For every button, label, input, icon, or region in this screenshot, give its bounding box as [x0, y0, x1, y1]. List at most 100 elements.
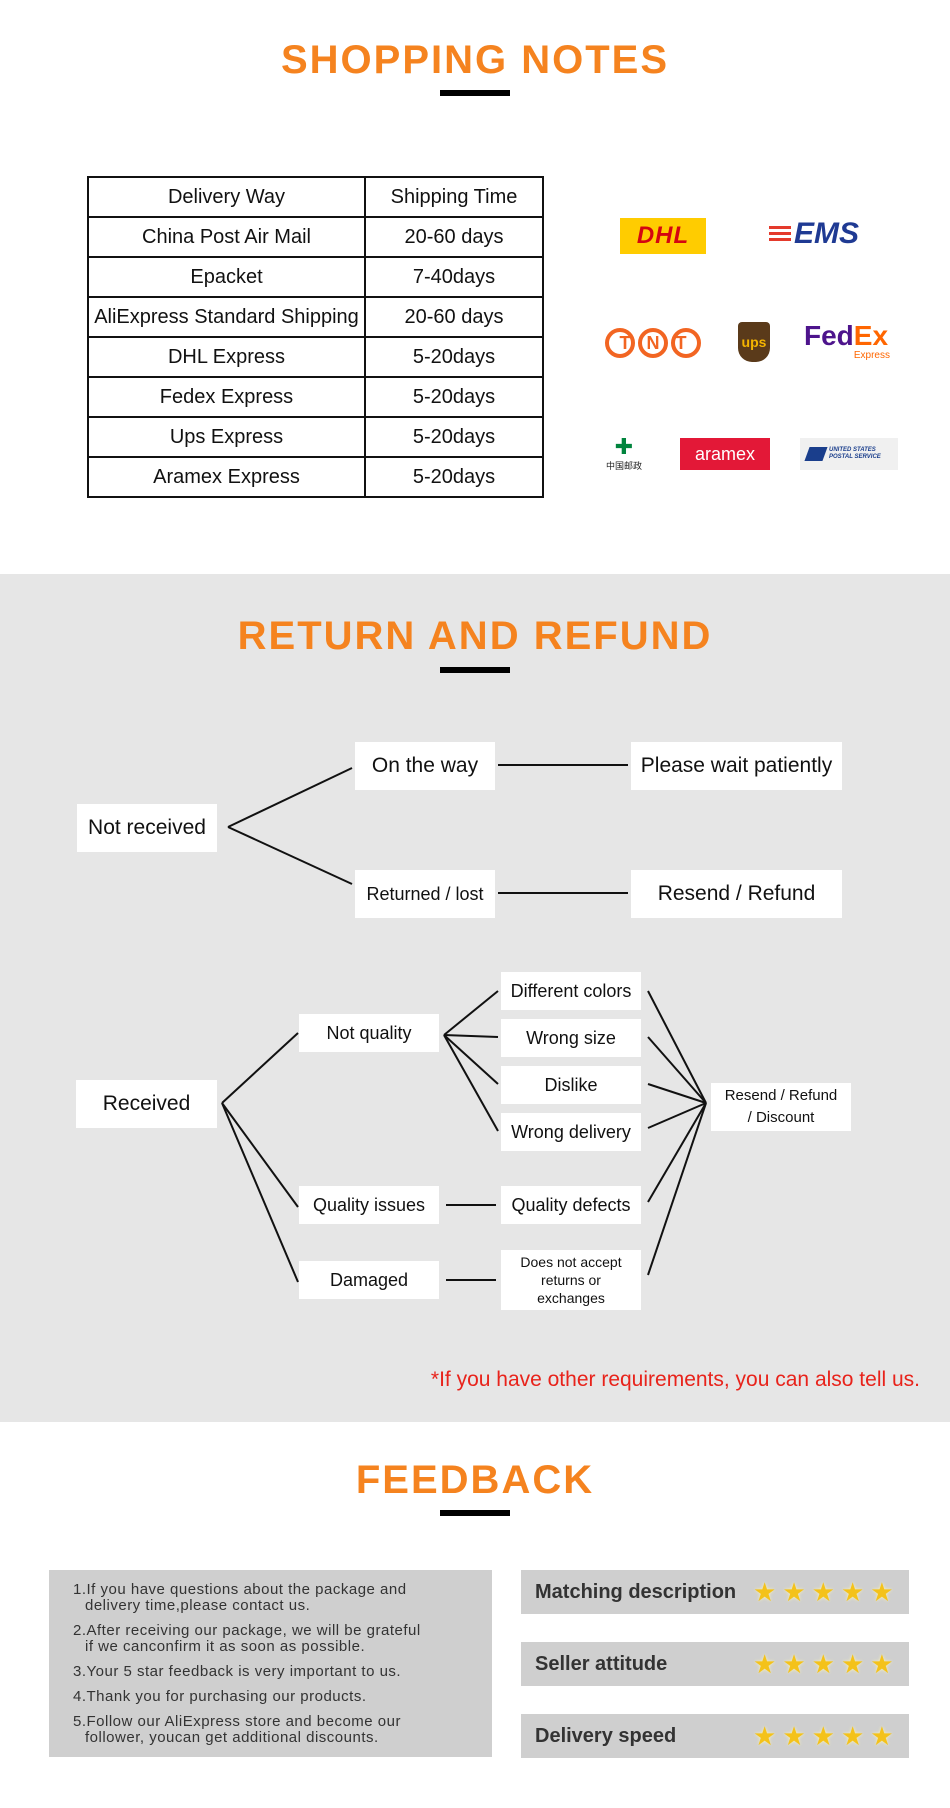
star-icon: ★ [840, 1721, 865, 1751]
list-item: 4.Thank you for purchasing our products. [73, 1689, 474, 1705]
star-icon: ★ [753, 1649, 777, 1679]
no-returns-label-line3: exchanges [537, 1290, 605, 1306]
star-icon: ★ [870, 1577, 894, 1607]
delivery-way-cell: DHL Express [87, 336, 366, 378]
damaged-label: Damaged [329, 1269, 409, 1290]
shopping-notes-title: SHOPPING NOTES [280, 38, 670, 82]
star-icon: ★ [782, 1721, 806, 1751]
list-item-line: 4.Thank you for purchasing our products. [73, 1688, 367, 1705]
feedback-title: FEEDBACK [355, 1458, 595, 1502]
no-returns-label-line1: Does not accept [520, 1254, 622, 1270]
table-header-row: Delivery Way Shipping Time [87, 176, 544, 218]
shipping-time-cell: 5-20days [364, 456, 544, 498]
table-row: DHL Express 5-20days [87, 336, 544, 378]
return-refund-title: RETURN AND REFUND [237, 614, 713, 658]
tnt-logo-text: TNT [619, 332, 703, 353]
delivery-way-cell: Fedex Express [87, 376, 366, 418]
delivery-way-cell: Aramex Express [87, 456, 366, 498]
not-received-label: Not received [88, 816, 206, 839]
star-icon: ★ [840, 1649, 865, 1679]
star-icon: ★ [811, 1721, 835, 1751]
table-row: Fedex Express 5-20days [87, 376, 544, 418]
aramex-logo: aramex [680, 438, 770, 470]
list-item-line: delivery time,please contact us. [85, 1597, 311, 1614]
no-returns-label-line2: returns or [541, 1272, 601, 1288]
rating-label: Matching description [535, 1580, 737, 1603]
ems-logo-text: EMS [793, 217, 859, 250]
not-quality-label: Not quality [326, 1022, 412, 1043]
dhl-logo-text: DHL [636, 222, 690, 249]
received-node: Received [76, 1080, 217, 1128]
shipping-table: Delivery Way Shipping Time China Post Ai… [87, 176, 544, 498]
ups-logo-text: ups [741, 334, 767, 350]
star-icon: ★ [782, 1577, 806, 1607]
please-wait-label: Please wait patiently [640, 754, 833, 777]
different-colors-label: Different colors [510, 980, 632, 1001]
shipping-time-cell: 5-20days [364, 336, 544, 378]
tnt-letter-icon [638, 328, 668, 358]
wrong-size-node: Wrong size [501, 1019, 641, 1057]
fedex-logo: FedEx Express [804, 318, 896, 364]
list-item: 3.Your 5 star feedback is very important… [73, 1664, 474, 1680]
star-icon: ★ [870, 1721, 894, 1751]
star-rating: ★★★★★ [753, 1723, 894, 1749]
rating-label: Seller attitude [535, 1652, 668, 1675]
china-post-logo: ✚ 中国邮政 [600, 432, 648, 474]
table-row: AliExpress Standard Shipping 20-60 days [87, 296, 544, 338]
wrong-size-label: Wrong size [526, 1027, 616, 1048]
table-row: Aramex Express 5-20days [87, 456, 544, 498]
star-icon: ★ [782, 1649, 806, 1679]
tnt-logo: TNT [602, 324, 704, 362]
wrong-delivery-label: Wrong delivery [511, 1121, 631, 1142]
usps-logo-text: UNITED STATES POSTAL SERVICE [829, 447, 881, 460]
table-row: Ups Express 5-20days [87, 416, 544, 458]
fedex-wordmark: FedEx [804, 319, 889, 351]
list-item: 1.If you have questions about the packag… [73, 1582, 474, 1614]
star-icon: ★ [753, 1577, 777, 1607]
header-shipping-time: Shipping Time [364, 176, 544, 218]
star-rating: ★★★★★ [753, 1651, 894, 1677]
header-delivery-way: Delivery Way [87, 176, 366, 218]
table-row: Epacket 7-40days [87, 256, 544, 298]
returned-lost-label: Returned / lost [366, 883, 484, 904]
quality-issues-label: Quality issues [312, 1194, 426, 1215]
ems-logo: EMS [764, 214, 864, 254]
rating-label: Delivery speed [535, 1724, 677, 1747]
rating-matching-description: Matching description ★★★★★ [521, 1570, 909, 1614]
no-returns-node: Does not accept returns or exchanges [501, 1250, 641, 1310]
list-item: 2.After receiving our package, we will b… [73, 1623, 474, 1655]
received-label: Received [102, 1092, 191, 1115]
star-icon: ★ [753, 1721, 777, 1751]
not-received-node: Not received [77, 804, 217, 852]
list-item-line: follower, youcan get additional discount… [85, 1729, 379, 1746]
returned-lost-node: Returned / lost [355, 870, 495, 918]
quality-defects-label: Quality defects [511, 1194, 631, 1215]
quality-issues-node: Quality issues [299, 1186, 439, 1224]
other-requirements-note: *If you have other requirements, you can… [430, 1368, 920, 1391]
fedex-fed-text: Fed [804, 319, 854, 351]
dislike-node: Dislike [501, 1066, 641, 1104]
fedex-sub-text: Express [853, 349, 890, 361]
table-row: China Post Air Mail 20-60 days [87, 216, 544, 258]
star-icon: ★ [870, 1649, 894, 1679]
aramex-logo-text: aramex [694, 443, 756, 464]
shipping-time-cell: 20-60 days [364, 296, 544, 338]
star-rating: ★★★★★ [753, 1579, 894, 1605]
feedback-notes-panel: 1.If you have questions about the packag… [49, 1570, 492, 1757]
list-item-line: if we canconfirm it as soon as possible. [85, 1638, 366, 1655]
please-wait-node: Please wait patiently [631, 742, 842, 790]
delivery-way-cell: Epacket [87, 256, 366, 298]
shipping-time-cell: 5-20days [364, 376, 544, 418]
list-item: 5.Follow our AliExpress store and become… [73, 1714, 474, 1746]
resend-refund-label: Resend / Refund [657, 882, 816, 905]
fedex-ex-text: Ex [853, 319, 889, 351]
china-post-icon: ✚ [614, 433, 634, 459]
delivery-way-cell: China Post Air Mail [87, 216, 366, 258]
on-the-way-node: On the way [355, 742, 495, 790]
usps-logo: UNITED STATES POSTAL SERVICE [800, 438, 898, 470]
star-icon: ★ [811, 1649, 835, 1679]
shipping-time-cell: 7-40days [364, 256, 544, 298]
tnt-letter-icon [671, 328, 701, 358]
rating-delivery-speed: Delivery speed ★★★★★ [521, 1714, 909, 1758]
damaged-node: Damaged [299, 1261, 439, 1299]
